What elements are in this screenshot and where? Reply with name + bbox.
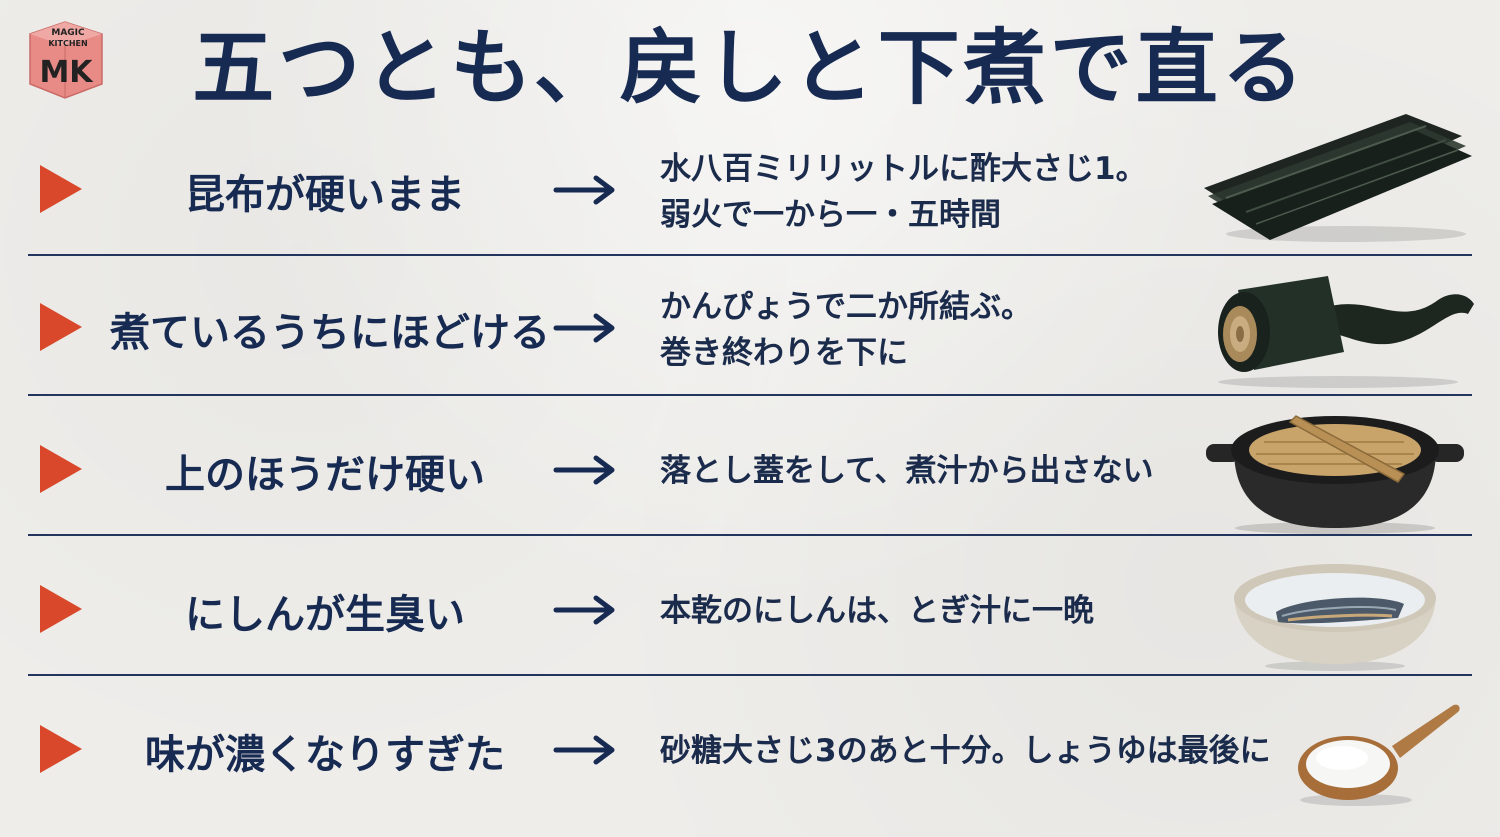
solution-line: かんぴょうで二か所結ぶ。 [660,289,1032,325]
row-divider [28,674,1472,676]
list-item: 上のほうだけ硬い 落とし蓋をして、煮汁から出さない [0,400,1500,540]
logo-line1: MAGIC [51,28,85,38]
bullet-triangle-icon [40,725,82,773]
row-divider [28,254,1472,256]
row-divider [28,534,1472,536]
sugar-spoon-icon [1298,704,1460,806]
logo-line2: KITCHEN [48,39,87,48]
problem-text: 昆布が硬いまま [185,172,465,218]
solution-line: 本乾のにしんは、とぎ汁に一晩 [660,593,1094,629]
solution-text: 落とし蓋をして、煮汁から出さない [660,448,1200,494]
list-item: にしんが生臭い 本乾のにしんは、とぎ汁に一晩 [0,540,1500,680]
kelp-sheets-icon [1204,114,1472,242]
bullet-triangle-icon [40,445,82,493]
list-item: 昆布が硬いまま 水八百ミリリットルに酢大さじ1。 弱火で一から一・五時間 [0,114,1500,260]
solution-text: 本乾のにしんは、とぎ汁に一晩 [660,588,1200,634]
problem-text: にしんが生臭い [185,592,465,638]
list-item: 味が濃くなりすぎた 砂糖大さじ3のあと十分。しょうゆは最後に [0,680,1500,820]
solution-line: 砂糖大さじ3のあと十分。しょうゆは最後に [660,733,1271,769]
solution-line: 水八百ミリリットルに酢大さじ1。 [660,151,1147,187]
bullet-triangle-icon [40,585,82,633]
problem-text: 味が濃くなりすぎた [145,732,505,778]
solution-text: 砂糖大さじ3のあと十分。しょうゆは最後に [660,728,1271,774]
list-item: 煮ているうちにほどける かんぴょうで二か所結ぶ。 巻き終わりを下に [0,260,1500,400]
logo-mark: MK [39,55,94,90]
solution-line: 巻き終わりを下に [660,335,908,371]
bullet-triangle-icon [40,303,82,351]
page-title: 五つとも、戻しと下煮で直る [192,20,1308,116]
arrow-right-icon [553,735,615,765]
row-divider [28,394,1472,396]
problem-text: 上のほうだけ硬い [165,452,485,498]
arrow-right-icon [553,455,615,485]
problem-solution-list: 昆布が硬いまま 水八百ミリリットルに酢大さじ1。 弱火で一から一・五時間 煮てい… [0,114,1500,837]
bullet-triangle-icon [40,165,82,213]
arrow-right-icon [553,175,615,205]
solution-text: かんぴょうで二か所結ぶ。 巻き終わりを下に [660,284,1200,376]
solution-line: 落とし蓋をして、煮汁から出さない [660,453,1154,489]
solution-text: 水八百ミリリットルに酢大さじ1。 弱火で一から一・五時間 [660,146,1200,238]
magic-kitchen-logo: MAGIC KITCHEN MK [29,21,103,99]
arrow-right-icon [553,313,615,343]
arrow-right-icon [553,595,615,625]
kelp-roll-icon [1218,276,1474,388]
solution-line: 弱火で一から一・五時間 [660,197,1001,233]
clay-pot-lid-icon [1206,415,1464,534]
problem-text: 煮ているうちにほどける [110,310,550,356]
herring-bowl-icon [1234,564,1436,671]
